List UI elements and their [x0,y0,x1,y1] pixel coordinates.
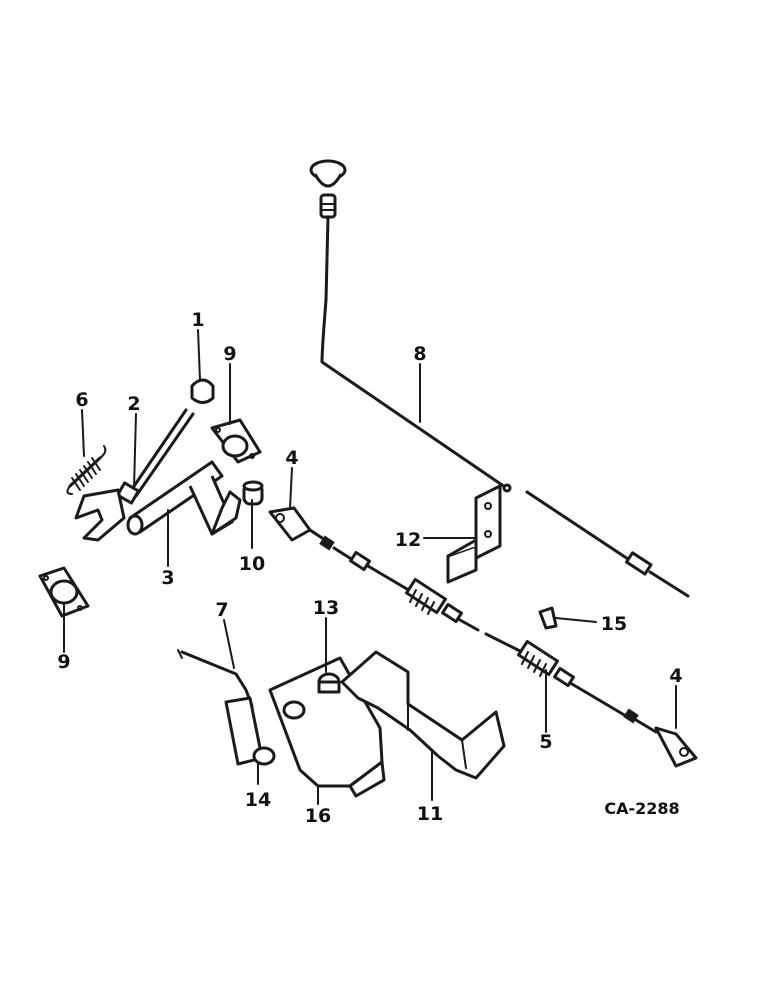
callout-6: 6 [75,389,88,411]
callout-4-upper: 4 [285,447,298,469]
part-5-threaded-fitting-lower [517,639,559,677]
part-9-flange-bearing-lower [38,566,90,618]
leader-15 [555,617,597,623]
leader-7 [223,619,235,669]
callout-9-lower: 9 [57,651,70,673]
part-11-bracket [340,650,506,780]
leader-6 [81,409,85,457]
callout-3: 3 [161,567,174,589]
part-5-threaded-fitting-upper [405,577,447,615]
callout-12: 12 [395,529,421,551]
callout-1: 1 [191,309,204,331]
part-2-rod-yoke [74,408,195,542]
part-5-cable-assembly [319,535,658,734]
leader-lines [63,329,677,805]
part-4-clevis-lower [654,726,698,768]
callout-5: 5 [539,731,552,753]
callout-10: 10 [239,553,265,575]
callout-14: 14 [245,789,271,811]
callout-8: 8 [413,343,426,365]
part-13-bushing [317,672,341,694]
part-14-pivot-bracket [224,696,276,766]
part-4-clevis-upper [268,506,324,542]
leader-2 [133,413,137,489]
part-8-control-knob-cable [309,159,690,598]
callout-9-upper: 9 [223,343,236,365]
part-1-knob [190,378,215,404]
callout-2: 2 [127,393,140,415]
leader-1 [197,329,201,381]
part-3-shaft-arm [126,460,242,536]
part-7-rod [177,649,254,708]
callout-labels: 1 2 3 4 4 5 6 7 8 9 9 10 11 12 13 14 15 … [57,309,682,827]
drawing-number: CA-2288 [604,799,679,818]
part-9-flange-bearing-upper [210,418,262,464]
callout-7: 7 [215,599,228,621]
callout-16: 16 [305,805,331,827]
callout-4-lower: 4 [669,665,682,687]
part-12-bracket [446,484,502,584]
callout-13: 13 [313,597,339,619]
part-6-spring [66,445,107,495]
callout-15: 15 [601,613,627,635]
callout-11: 11 [417,803,443,825]
part-15-clip [538,606,558,630]
leader-4-upper [289,467,293,509]
